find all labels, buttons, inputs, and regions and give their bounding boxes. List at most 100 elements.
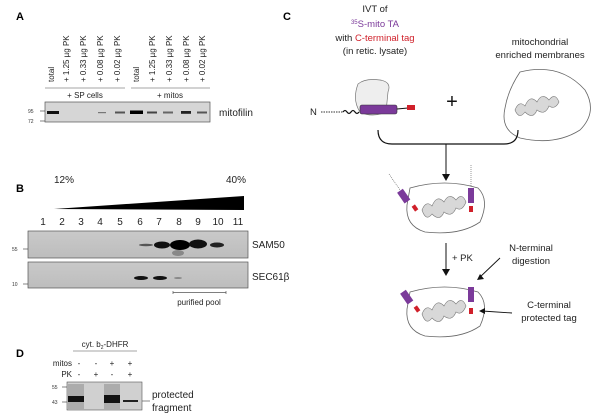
mitos-sign: - xyxy=(78,359,81,368)
mitochondrion-digested-icon xyxy=(400,286,485,338)
mitofilin-blot xyxy=(44,101,211,123)
band xyxy=(174,277,182,279)
n-terminus-label: N xyxy=(310,107,317,118)
lane-number: 2 xyxy=(59,217,65,228)
c-terminal-label-2: protected tag xyxy=(521,313,576,324)
n-terminal-arrow xyxy=(478,257,501,279)
plus-sign: + xyxy=(446,91,458,113)
band xyxy=(181,111,191,114)
marker-95: 95 xyxy=(28,109,34,115)
group-mitos: + mitos xyxy=(157,91,183,100)
blot-label-sam50: SAM50 xyxy=(252,240,285,251)
lane-number: 10 xyxy=(212,217,224,228)
band xyxy=(147,111,157,114)
c-terminal-label-1: C-terminal xyxy=(527,300,571,311)
lane-label: + 0.08 µg PK xyxy=(182,35,191,82)
pool-label: purified pool xyxy=(177,298,221,307)
lane-number: 3 xyxy=(78,217,84,228)
mitos-sign: + xyxy=(110,359,115,368)
band xyxy=(130,110,143,114)
panel-c: C IVT of 35S-mito TA with C-terminal tag… xyxy=(283,4,591,338)
lane-number: 6 xyxy=(137,217,143,228)
mitochondrion-with-ta-icon xyxy=(388,165,485,234)
construct-label: cyt. b2-DHFR xyxy=(82,340,129,351)
ivt-title-4: (in retic. lysate) xyxy=(343,46,407,57)
mitofilin-bands xyxy=(47,110,207,114)
ivt-title-2: 35S-mito TA xyxy=(351,19,400,30)
n-terminal-label-2: digestion xyxy=(512,256,550,267)
marker-43: 43 xyxy=(52,400,58,406)
mitos-sign: - xyxy=(95,359,98,368)
mito-title-2: enriched membranes xyxy=(495,50,584,61)
lane-label: + 1.25 µg PK xyxy=(62,35,71,82)
d-bands xyxy=(68,384,138,409)
band xyxy=(189,239,207,249)
panel-c-label: C xyxy=(283,11,291,23)
c-terminal-tag-icon xyxy=(407,105,415,110)
lane-number: 1 xyxy=(40,217,46,228)
lane-number: 5 xyxy=(117,217,123,228)
panel-d-label: D xyxy=(16,348,24,360)
pk-sign: + xyxy=(128,370,133,379)
ivt-title-1: IVT of xyxy=(362,4,388,15)
band xyxy=(170,240,190,250)
panel-b-label: B xyxy=(16,183,24,195)
mitos-sign: + xyxy=(128,359,133,368)
combine-bracket xyxy=(377,129,519,145)
band xyxy=(115,111,125,114)
band xyxy=(98,112,106,114)
lane-number: 11 xyxy=(233,217,244,228)
marker-55: 55 xyxy=(12,247,18,253)
band xyxy=(172,250,184,256)
c-terminal-linker xyxy=(396,107,409,110)
panel-d: D cyt. b2-DHFR mitos PK ---++-++ 55 43 p… xyxy=(16,340,194,414)
ivt-title-3: with C-terminal tag xyxy=(334,33,414,44)
pk-sign: - xyxy=(111,370,114,379)
lane-label: total xyxy=(47,67,56,82)
row-label-mitos: mitos xyxy=(53,359,72,368)
band xyxy=(134,276,148,280)
mitochondrion-icon xyxy=(503,69,591,142)
band xyxy=(47,111,59,114)
panel-a-label: A xyxy=(16,11,24,23)
mito-title-1: mitochondrial xyxy=(512,37,569,48)
lane-label: + 0.02 µg PK xyxy=(113,35,122,82)
blot-label-mitofilin: mitofilin xyxy=(219,108,253,119)
row-label-pk: PK xyxy=(61,370,72,379)
band xyxy=(139,243,153,247)
lane-label: + 0.08 µg PK xyxy=(96,35,105,82)
band xyxy=(163,111,173,114)
lane-number: 8 xyxy=(176,217,182,228)
arrowhead xyxy=(477,274,484,280)
gradient-start: 12% xyxy=(54,175,74,186)
lane-label: + 0.33 µg PK xyxy=(165,35,174,82)
gradient-wedge xyxy=(54,196,244,210)
n-terminal-label-1: N-terminal xyxy=(509,243,553,254)
group-sp-cells: + SP cells xyxy=(67,91,103,100)
band xyxy=(197,111,207,114)
band xyxy=(68,396,84,402)
band xyxy=(153,276,167,280)
band xyxy=(154,241,170,249)
blot-label-sec61b: SEC61β xyxy=(252,272,290,283)
marker-10: 10 xyxy=(12,282,18,288)
sec61b-blot xyxy=(27,261,249,289)
pool-bracket xyxy=(172,291,227,294)
arrowhead xyxy=(479,308,485,314)
panel-a: A total + 1.25 µg PK + 0.33 µg PK + 0.08 µg… xyxy=(16,11,253,125)
ta-protein-icon xyxy=(359,104,398,115)
lane-number: 9 xyxy=(195,217,201,228)
lane-label: + 0.33 µg PK xyxy=(79,35,88,82)
lane-label: + 1.25 µg PK xyxy=(148,35,157,82)
lane-label: + 0.02 µg PK xyxy=(198,35,207,82)
lane-number: 4 xyxy=(97,217,103,228)
band xyxy=(123,400,138,402)
lane-number: 7 xyxy=(156,217,162,228)
band xyxy=(210,242,224,248)
lane-label: total xyxy=(132,67,141,82)
pk-sign: - xyxy=(78,370,81,379)
pk-step-label: + PK xyxy=(452,253,474,264)
marker-55: 55 xyxy=(52,385,58,391)
marker-72: 72 xyxy=(28,119,34,125)
